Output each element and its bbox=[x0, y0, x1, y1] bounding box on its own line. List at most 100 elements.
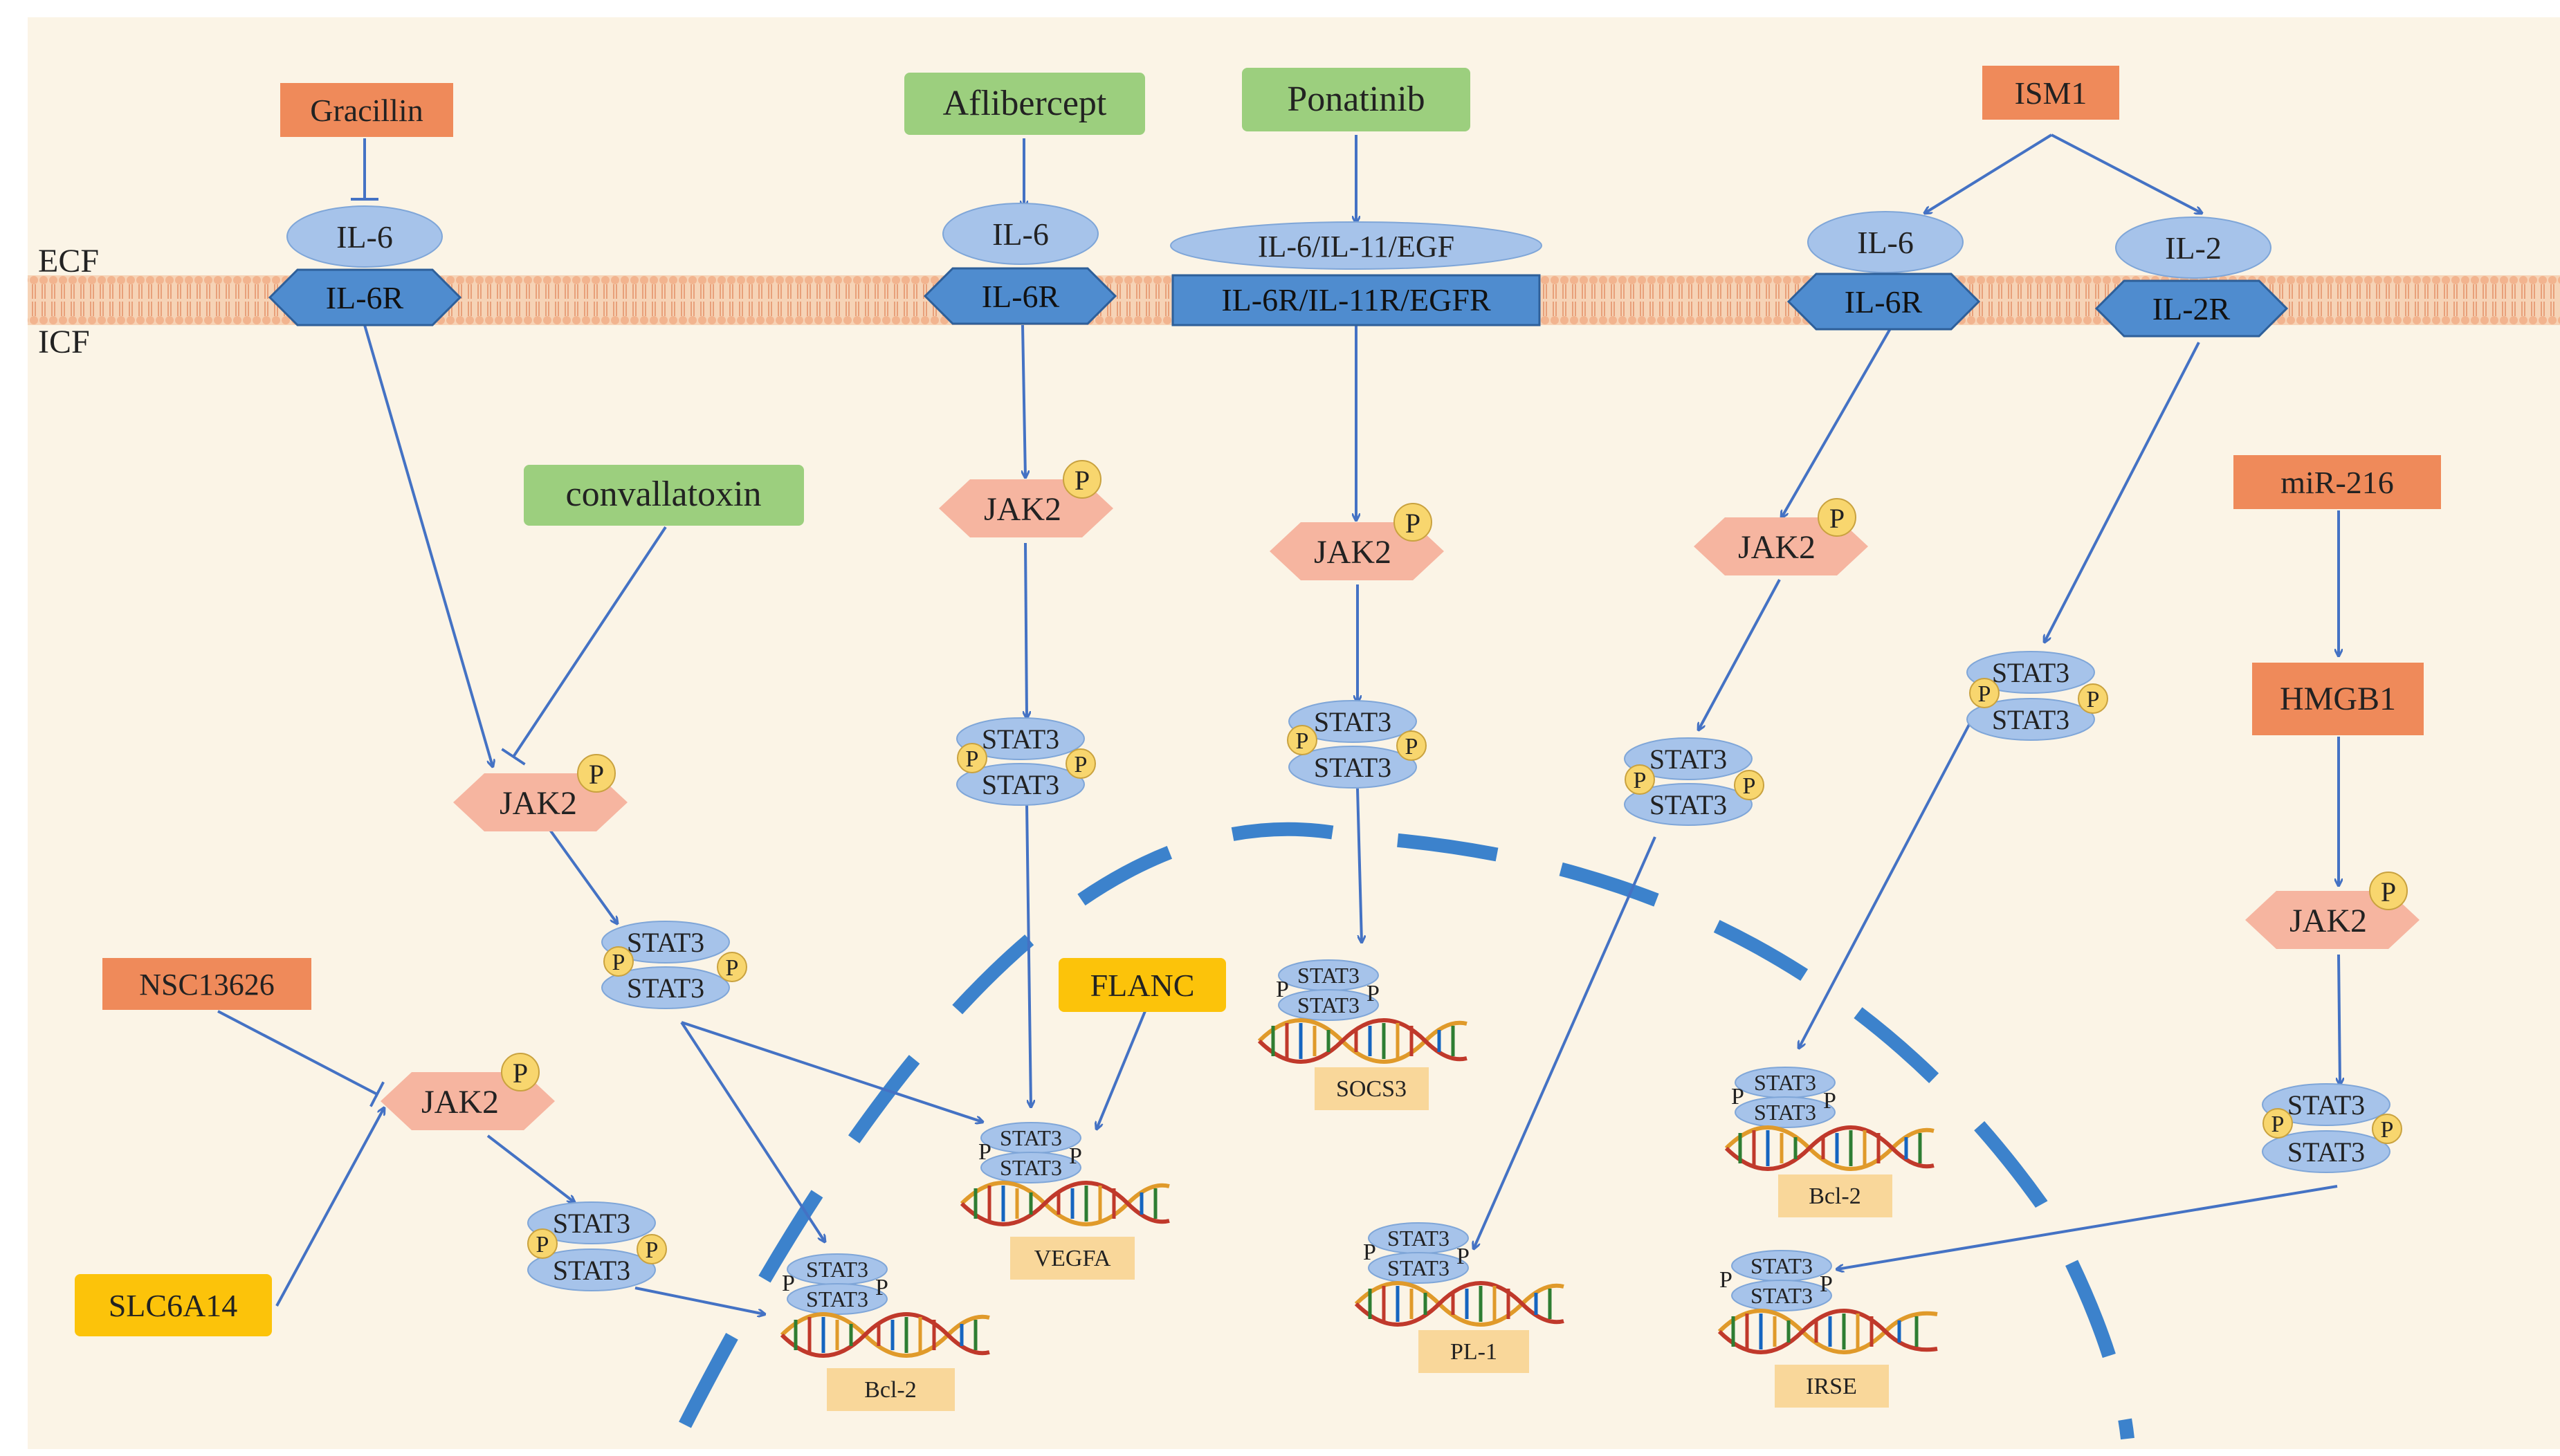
stat3-dimer-col5: STAT3 STAT3 P P bbox=[2262, 1083, 2402, 1173]
il6-label: IL-6 bbox=[992, 216, 1049, 252]
phospho-p bbox=[1396, 730, 1427, 761]
connectors bbox=[217, 133, 2340, 1314]
stat3-label: STAT3 bbox=[806, 1287, 868, 1311]
jak2-node-col2: JAK2 P bbox=[939, 460, 1113, 537]
jak2-node-col1: JAK2 P bbox=[453, 754, 628, 831]
mir216-label: miR-216 bbox=[2280, 465, 2394, 500]
slc6a14-to-jak2-arrow bbox=[275, 1108, 384, 1307]
gene-label: Bcl-2 bbox=[1809, 1183, 1861, 1209]
ism1-to-il6-arrow bbox=[1925, 133, 2053, 213]
phospho-p bbox=[577, 754, 616, 793]
phospho-p-label: P bbox=[978, 1139, 991, 1165]
phospho-p bbox=[1818, 498, 1856, 537]
nsc13626-inhibits-jak2 bbox=[217, 1010, 385, 1107]
phospho-p bbox=[2078, 683, 2108, 714]
phospho-p-label: P bbox=[1820, 1271, 1833, 1297]
phospho-p-label: P bbox=[1978, 681, 1991, 707]
gene-label: IRSE bbox=[1806, 1374, 1857, 1399]
phospho-p bbox=[2369, 872, 2408, 910]
stat3-label: STAT3 bbox=[2287, 1089, 2365, 1121]
phospho-p-label: P bbox=[782, 1271, 795, 1296]
phospho-p bbox=[603, 946, 634, 977]
stat3-label: STAT3 bbox=[553, 1208, 630, 1239]
stat3-to-irse-arrow bbox=[1837, 1185, 2338, 1269]
phospho-p-label: P bbox=[1075, 752, 1088, 777]
phospho-p-label: P bbox=[1276, 977, 1289, 1002]
phospho-p bbox=[2372, 1114, 2402, 1144]
phospho-p bbox=[1063, 460, 1101, 499]
jak2-to-stat3-arrow-col4 bbox=[1699, 579, 1781, 730]
phospho-p bbox=[1287, 725, 1317, 755]
dna-helix bbox=[1717, 1309, 1938, 1354]
phospho-p bbox=[1969, 678, 2000, 708]
phospho-p bbox=[717, 952, 747, 982]
phospho-p-label: P bbox=[536, 1232, 549, 1257]
il6r-label: IL-6R bbox=[326, 280, 404, 315]
jak2-to-stat3-arrow-col1 bbox=[549, 829, 617, 923]
stat3-dimer-col4: STAT3 STAT3 P P bbox=[1624, 737, 1764, 826]
flanc-label: FLANC bbox=[1090, 968, 1195, 1003]
gene-socs3: STAT3 STAT3 P P SOCS3 bbox=[1257, 959, 1468, 1110]
slc6a14-box: SLC6A14 bbox=[75, 1274, 272, 1336]
gene-label-box bbox=[827, 1368, 955, 1411]
gene-label: Bcl-2 bbox=[864, 1377, 917, 1403]
dna-helix bbox=[1257, 1018, 1468, 1064]
phospho-p-label: P bbox=[1366, 981, 1380, 1006]
stat3-label: STAT3 bbox=[1387, 1226, 1450, 1251]
gene-bcl2-left: STAT3 STAT3 P P Bcl-2 bbox=[780, 1253, 990, 1411]
gene-pl1: STAT3 STAT3 P P PL-1 bbox=[1354, 1222, 1564, 1373]
jak2-to-stat3-arrow-col5 bbox=[2339, 954, 2340, 1085]
gene-label-box bbox=[1315, 1067, 1429, 1110]
il6r-il11r-egfr-label: IL-6R/IL-11R/EGFR bbox=[1221, 282, 1491, 317]
phospho-p-label: P bbox=[1069, 1143, 1082, 1169]
phospho-p bbox=[1066, 748, 1096, 779]
stat3-label: STAT3 bbox=[1750, 1283, 1813, 1308]
stat3-label: STAT3 bbox=[627, 973, 704, 1004]
phospho-p-label: P bbox=[2087, 687, 2100, 712]
stat3-dimer-col1: STAT3 STAT3 P P bbox=[601, 921, 747, 1009]
il6r-receptor-col2: IL-6R bbox=[923, 267, 1117, 325]
jak2-label: JAK2 bbox=[500, 785, 577, 822]
jak2-label: JAK2 bbox=[1314, 534, 1391, 571]
stat3-label: STAT3 bbox=[1649, 789, 1727, 820]
jak2-node-bottom: JAK2 P bbox=[381, 1053, 555, 1130]
phospho-p-label: P bbox=[1823, 1088, 1836, 1114]
phospho-p-label: P bbox=[726, 955, 739, 981]
phospho-p bbox=[501, 1053, 540, 1091]
stat3-label: STAT3 bbox=[1992, 704, 2069, 735]
il6-il11-egf-label: IL-6/IL-11/EGF bbox=[1258, 230, 1454, 264]
il6-label: IL-6 bbox=[336, 219, 393, 255]
stat3-to-bcl2-arrow-bottom bbox=[634, 1287, 765, 1314]
phospho-p-label: P bbox=[1075, 465, 1090, 496]
phospho-p-label: P bbox=[612, 950, 625, 975]
stat3-label: STAT3 bbox=[1750, 1253, 1813, 1278]
convallatoxin-label: convallatoxin bbox=[565, 474, 761, 514]
stat3-label: STAT3 bbox=[2287, 1136, 2365, 1168]
gene-irse: STAT3 STAT3 P P IRSE bbox=[1717, 1250, 1938, 1408]
flanc-box: FLANC bbox=[1059, 958, 1226, 1012]
icf-label: ICF bbox=[38, 324, 90, 360]
stat3-label: STAT3 bbox=[1387, 1255, 1450, 1280]
il2r-to-stat3-arrow bbox=[2045, 342, 2200, 642]
gene-bcl2-right: STAT3 STAT3 P P Bcl-2 bbox=[1724, 1067, 1935, 1217]
aflibercept-label: Aflibercept bbox=[943, 84, 1107, 123]
stat3-to-vegfa-arrow bbox=[681, 1021, 982, 1122]
phospho-p-label: P bbox=[1743, 773, 1756, 799]
gene-label: VEGFA bbox=[1034, 1246, 1111, 1271]
nsc13626-label: NSC13626 bbox=[139, 968, 275, 1002]
phospho-p bbox=[957, 743, 987, 773]
stat3-label: STAT3 bbox=[982, 724, 1059, 755]
jak2-label: JAK2 bbox=[984, 491, 1061, 528]
gracillin-label: Gracillin bbox=[310, 93, 423, 128]
phospho-p-label: P bbox=[2381, 1117, 2394, 1143]
gene-label-box bbox=[1010, 1237, 1135, 1280]
il6r-to-jak2-arrow-col4 bbox=[1782, 324, 1894, 517]
il6r-receptor-col1: IL-6R bbox=[268, 268, 462, 326]
il2-ligand: IL-2 bbox=[2115, 216, 2271, 279]
phospho-p-label: P bbox=[1456, 1244, 1470, 1269]
phospho-p bbox=[527, 1228, 558, 1259]
phospho-p-label: P bbox=[1296, 728, 1309, 754]
ism1-box: ISM1 bbox=[1982, 66, 2119, 120]
